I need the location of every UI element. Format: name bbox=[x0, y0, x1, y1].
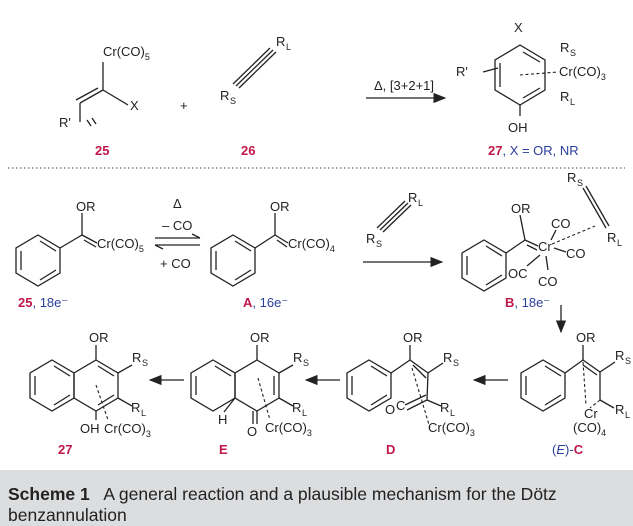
svg-text:R: R bbox=[615, 348, 624, 363]
svg-text:R: R bbox=[408, 190, 417, 205]
svg-text:Cr(CO)5: Cr(CO)5 bbox=[103, 44, 150, 62]
svg-text:Cr(CO)3: Cr(CO)3 bbox=[559, 64, 606, 82]
svg-text:Cr(CO)3: Cr(CO)3 bbox=[265, 420, 312, 438]
label-d: D bbox=[386, 442, 395, 457]
delta-label: Δ bbox=[173, 196, 182, 211]
svg-text:R: R bbox=[366, 231, 375, 246]
scheme-panel: Cr(CO)5 X R' 25 + R L R S 26 Δ, [3+2+1] bbox=[8, 20, 632, 457]
svg-text:R: R bbox=[132, 350, 141, 365]
svg-text:R': R' bbox=[456, 64, 468, 79]
alkyne-reagent: R L R S bbox=[366, 190, 423, 249]
svg-text:OH: OH bbox=[80, 421, 100, 436]
compound-25-generic: Cr(CO)5 X R' bbox=[59, 44, 150, 130]
label-27: 27 bbox=[58, 442, 72, 457]
compound-25-phenyl: OR Cr(CO)5 bbox=[15, 199, 144, 287]
compound-c: OR R S R L Cr (CO)4 bbox=[520, 330, 631, 438]
label-25: 25 bbox=[95, 143, 109, 158]
svg-text:R: R bbox=[560, 40, 569, 55]
svg-text:OR: OR bbox=[576, 330, 596, 345]
plus-sign: + bbox=[180, 98, 188, 113]
scheme-caption: Scheme 1 A general reaction and a plausi… bbox=[8, 484, 628, 526]
compound-e: OR R S R L O H Cr(CO)3 bbox=[190, 330, 312, 439]
svg-text:R: R bbox=[276, 34, 285, 49]
svg-text:S: S bbox=[577, 178, 583, 188]
svg-text:CO: CO bbox=[566, 246, 586, 261]
svg-text:CO: CO bbox=[551, 216, 571, 231]
svg-text:R: R bbox=[292, 400, 301, 415]
svg-text:L: L bbox=[418, 198, 423, 208]
svg-text:Cr(CO)4: Cr(CO)4 bbox=[288, 236, 335, 254]
svg-text:OR: OR bbox=[76, 199, 96, 214]
compound-27-naphthalene: OR R S R L OH Cr(CO)3 bbox=[29, 330, 151, 439]
svg-text:L: L bbox=[617, 238, 622, 248]
label-a: A, 16e⁻ bbox=[243, 295, 288, 310]
svg-text:Cr(CO)3: Cr(CO)3 bbox=[428, 420, 475, 438]
caption-label: Scheme 1 bbox=[8, 484, 90, 504]
svg-text:CO: CO bbox=[538, 274, 558, 289]
svg-text:R: R bbox=[567, 170, 576, 185]
svg-text:R: R bbox=[560, 89, 569, 104]
compound-27-generic: X R' R S Cr(CO)3 R L OH bbox=[456, 20, 606, 135]
svg-text:S: S bbox=[570, 48, 576, 58]
svg-text:OC: OC bbox=[508, 266, 528, 281]
svg-text:R: R bbox=[440, 400, 449, 415]
svg-text:R: R bbox=[607, 230, 616, 245]
svg-text:X: X bbox=[130, 98, 139, 113]
svg-text:S: S bbox=[625, 356, 631, 366]
minus-co-label: – CO bbox=[162, 218, 192, 233]
compound-26: R L R S bbox=[220, 34, 291, 106]
svg-text:X: X bbox=[514, 20, 523, 35]
compound-d: OR R S R L O C Cr(CO)3 bbox=[346, 330, 475, 438]
compound-b: OR Cr CO CO OC CO R S R L bbox=[461, 170, 622, 292]
label-26: 26 bbox=[241, 143, 255, 158]
svg-text:L: L bbox=[625, 410, 630, 420]
svg-text:L: L bbox=[286, 42, 291, 52]
label-e: E bbox=[219, 442, 228, 457]
svg-text:H: H bbox=[218, 412, 227, 427]
compound-a: OR Cr(CO)4 bbox=[210, 199, 335, 287]
label-b: B, 18e⁻ bbox=[505, 295, 550, 310]
caption-text: A general reaction and a plausible mecha… bbox=[8, 484, 557, 525]
svg-text:S: S bbox=[453, 358, 459, 368]
reaction-scheme: Cr(CO)5 X R' 25 + R L R S 26 Δ, [3+2+1] bbox=[8, 20, 631, 457]
svg-text:R: R bbox=[443, 350, 452, 365]
svg-text:S: S bbox=[230, 96, 236, 106]
svg-text:O: O bbox=[385, 402, 395, 417]
svg-text:OR: OR bbox=[511, 201, 531, 216]
label-e-c: (E)-C bbox=[552, 442, 584, 457]
svg-text:(CO)4: (CO)4 bbox=[573, 420, 606, 438]
svg-text:OR: OR bbox=[403, 330, 423, 345]
svg-text:Cr: Cr bbox=[584, 406, 598, 421]
svg-text:Cr: Cr bbox=[538, 239, 552, 254]
svg-text:L: L bbox=[302, 408, 307, 418]
svg-text:OH: OH bbox=[508, 120, 528, 135]
svg-text:L: L bbox=[450, 408, 455, 418]
label-27-generic: 27, X = OR, NR bbox=[488, 143, 579, 158]
svg-text:R: R bbox=[293, 350, 302, 365]
caption-bar bbox=[0, 470, 633, 526]
svg-text:OR: OR bbox=[270, 199, 290, 214]
plus-co-label: + CO bbox=[160, 256, 191, 271]
arrow-top-conditions: Δ, [3+2+1] bbox=[374, 78, 434, 93]
svg-text:C: C bbox=[396, 398, 405, 413]
svg-text:R: R bbox=[131, 400, 140, 415]
svg-text:R: R bbox=[615, 402, 624, 417]
svg-text:S: S bbox=[303, 358, 309, 368]
svg-text:R': R' bbox=[59, 115, 71, 130]
svg-text:OR: OR bbox=[250, 330, 270, 345]
label-25-phenyl: 25, 18e⁻ bbox=[18, 295, 68, 310]
svg-text:R: R bbox=[220, 88, 229, 103]
equilibrium-arrows bbox=[154, 233, 201, 250]
svg-text:S: S bbox=[376, 239, 382, 249]
svg-text:S: S bbox=[142, 358, 148, 368]
svg-text:L: L bbox=[141, 408, 146, 418]
svg-text:L: L bbox=[570, 97, 575, 107]
svg-text:O: O bbox=[247, 424, 257, 439]
svg-text:OR: OR bbox=[89, 330, 109, 345]
svg-text:Cr(CO)3: Cr(CO)3 bbox=[104, 421, 151, 439]
svg-text:Cr(CO)5: Cr(CO)5 bbox=[97, 236, 144, 254]
